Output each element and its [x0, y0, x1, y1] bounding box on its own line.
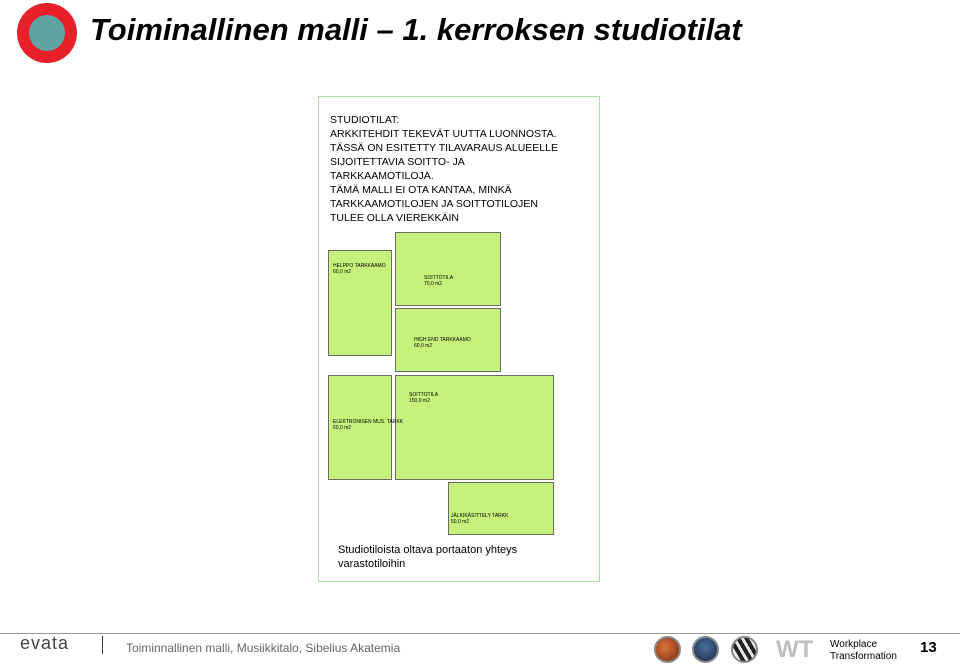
note-line: TARKKAAMOTILOJEN JA SOITTOTILOJEN [330, 198, 538, 210]
caption-line: Studiotiloista oltava portaaton yhteys [338, 544, 518, 556]
room-area: 60,0 m2 [333, 425, 352, 431]
wt-line-2: Transformation [830, 651, 897, 662]
room-helppo-tarkkaamo: HELPPO TARKKAAMO 60,0 m2 [328, 250, 392, 356]
note-line: TÄMÄ MALLI EI OTA KANTAA, MINKÄ [330, 184, 512, 196]
room-name: HELPPO TARKKAAMO [333, 263, 386, 269]
page-title: Toiminallinen malli – 1. kerroksen studi… [90, 12, 742, 47]
caption: Studiotiloista oltava portaaton yhteys v… [338, 543, 517, 571]
note-line: STUDIOTILAT: [330, 114, 400, 126]
room-name: JÄLKIKÄSITTELY TARKK [451, 513, 509, 519]
note-line: SIJOITETTAVIA SOITTO- JA [330, 156, 465, 168]
footer-photo-1 [654, 636, 681, 663]
logo-circle [17, 3, 77, 63]
wt-line-1: Workplace [830, 639, 878, 650]
room-high-end-tarkkaamo: HIGH END TARKKAAMO 60,0 m2 [395, 308, 501, 372]
room-name: HIGH END TARKKAAMO [414, 337, 471, 343]
note-line: TULEE OLLA VIEREKKÄIN [330, 212, 459, 224]
room-elektronisen-mus-tarkk: ELEKTRONISEN MUS. TARKK 60,0 m2 [328, 375, 403, 480]
evata-logo-text: evata [20, 633, 70, 653]
footer-text: Toiminnallinen malli, Musiikkitalo, Sibe… [126, 641, 401, 655]
footer-divider [0, 633, 960, 634]
room-soittotila-150: SOITTOTILA 150,0 m2 [395, 375, 554, 480]
room-area: 150,0 m2 [409, 398, 430, 404]
room-name: ELEKTRONISEN MUS. TARKK [333, 419, 404, 425]
room-soittotila-70: SOITTOTILA 70,0 m2 [395, 232, 501, 306]
footer-photo-3 [731, 636, 758, 663]
caption-line: varastotiloihin [338, 558, 406, 570]
room-jalkikasittely-tarkk: JÄLKIKÄSITTELY TARKK 50,0 m2 [448, 482, 554, 535]
room-area: 70,0 m2 [424, 281, 443, 287]
note-line: ARKKITEHDIT TEKEVÄT UUTTA LUONNOSTA. [330, 128, 557, 140]
room-name: SOITTOTILA [409, 392, 439, 398]
wt-logo: WT [776, 636, 814, 663]
logo-inner-circle [29, 15, 65, 51]
page-number: 13 [920, 639, 937, 656]
room-name: SOITTOTILA [424, 275, 454, 281]
wt-text: Workplace Transformation [830, 639, 897, 663]
room-area: 60,0 m2 [414, 343, 433, 349]
room-area: 50,0 m2 [451, 519, 470, 525]
footer-separator [102, 636, 103, 654]
notes-block: STUDIOTILAT: ARKKITEHDIT TEKEVÄT UUTTA L… [330, 113, 595, 225]
footer-photo-2 [692, 636, 719, 663]
room-area: 60,0 m2 [333, 269, 352, 275]
note-line: TÄSSÄ ON ESITETTY TILAVARAUS ALUEELLE [330, 142, 558, 154]
evata-logo: evata [20, 633, 69, 654]
note-line: TARKKAAMOTILOJA. [330, 170, 434, 182]
